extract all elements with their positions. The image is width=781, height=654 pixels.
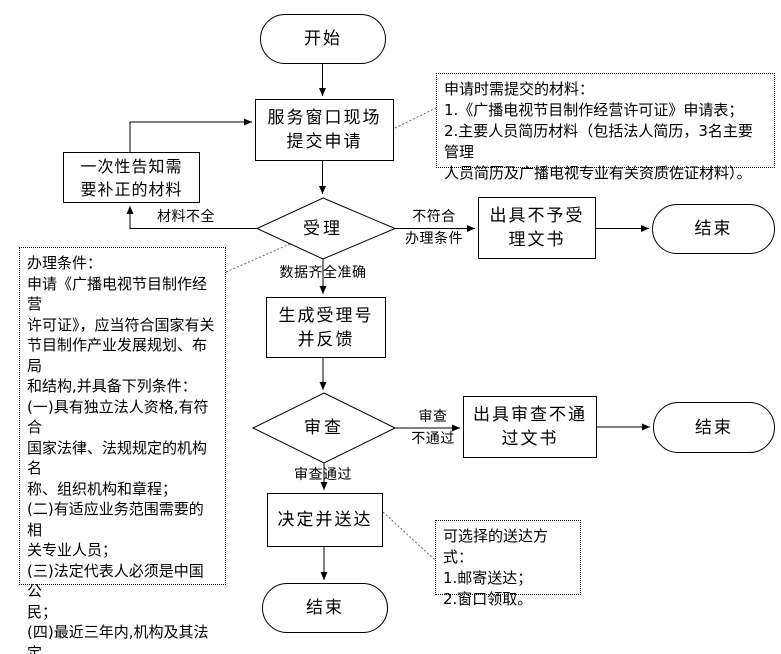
edge-notify-to-submit xyxy=(129,118,252,152)
link-submit-to-materials-note xyxy=(394,107,437,129)
edge-label-not-qualified: 不符合 办理条件 xyxy=(405,209,463,247)
node-notify-correction: 一次性告知需 要补正的材料 xyxy=(63,152,200,203)
node-end-2: 结束 xyxy=(653,402,775,453)
annotation-required-materials: 申请时需提交的材料： 1.《广播电视节目制作经营许可证》申请表； 2.主要人员简… xyxy=(436,73,775,182)
accept-diamond-label: 受理 xyxy=(303,219,343,239)
review-diamond-shape xyxy=(251,392,397,464)
review-diamond-label: 审查 xyxy=(304,418,344,438)
node-submit-application: 服务窗口现场 提交申请 xyxy=(255,99,394,161)
edge-label-review-fail: 审查 不通过 xyxy=(411,409,455,447)
node-start: 开始 xyxy=(260,14,386,64)
edge-accept-to-notify xyxy=(126,206,257,229)
node-end-1: 结束 xyxy=(652,204,775,254)
node-issue-review-fail-doc: 出具审查不通 过文书 xyxy=(463,396,597,458)
accept-diamond-shape xyxy=(255,197,397,260)
node-issue-rejection-doc: 出具不予受 理文书 xyxy=(478,197,596,259)
link-decide-to-delivery-note xyxy=(382,511,436,561)
edge-label-data-complete: 数据齐全准确 xyxy=(279,265,367,281)
edge-label-materials-incomplete: 材料不全 xyxy=(157,209,215,225)
node-generate-number: 生成受理号 并反馈 xyxy=(266,297,386,358)
edge-label-review-pass: 审查通过 xyxy=(294,467,352,483)
node-decide-deliver: 决定并送达 xyxy=(267,493,383,547)
annotation-delivery-options: 可选择的送达方式： 1.邮寄送达； 2.窗口领取。 xyxy=(435,520,581,608)
node-end-3: 结束 xyxy=(262,583,388,633)
annotation-handling-conditions: 办理条件： 申请《广播电视节目制作经营 许可证》，应当符合国家有关 节目制作产业… xyxy=(19,247,226,654)
